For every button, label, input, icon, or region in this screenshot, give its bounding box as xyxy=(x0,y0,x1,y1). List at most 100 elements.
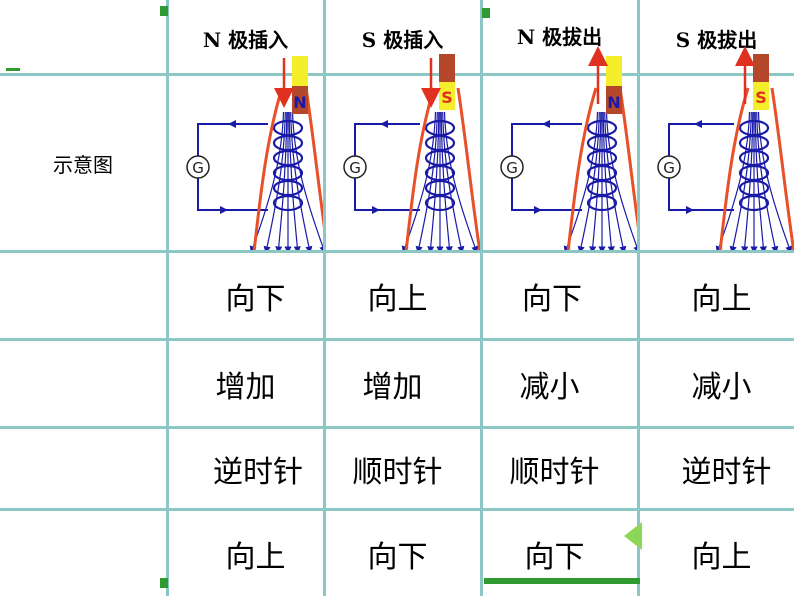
field-line xyxy=(291,111,323,250)
magnet-pole-label: N xyxy=(607,93,620,112)
diagram-s-insert: GS xyxy=(343,54,480,250)
current-arrow-icon xyxy=(372,206,380,214)
magnet-body xyxy=(292,56,308,86)
table-cell: 顺时针 xyxy=(352,454,443,490)
induced-field-line xyxy=(566,87,598,250)
magnet-pole xyxy=(753,82,769,110)
table-cell: 向上 xyxy=(691,539,752,575)
table-cell: 向下 xyxy=(522,281,582,317)
current-arrow-icon xyxy=(380,120,388,128)
field-line xyxy=(604,111,627,250)
grid-line xyxy=(166,0,169,596)
column-header: N 极拔出 xyxy=(516,25,603,49)
galvanometer-icon xyxy=(500,155,524,179)
table-cell: 增加 xyxy=(362,369,423,405)
field-line xyxy=(442,111,465,250)
row-label xyxy=(0,341,166,426)
field-line xyxy=(729,111,752,250)
galvanometer-label: G xyxy=(349,159,361,177)
current-arrow-icon xyxy=(228,120,236,128)
row-label xyxy=(0,253,166,338)
column-header: S 极插入 xyxy=(361,28,444,52)
grid-line xyxy=(0,338,794,341)
field-line xyxy=(288,111,301,250)
field-line xyxy=(715,111,751,250)
field-line xyxy=(605,111,637,250)
table-cell: 向下 xyxy=(225,281,286,317)
current-arrow-icon xyxy=(686,206,694,214)
magnet-pole-label: S xyxy=(441,88,453,107)
magnet-pole xyxy=(606,86,622,114)
table-cell: 顺时针 xyxy=(509,454,600,490)
magnet-body xyxy=(606,56,622,86)
table-cell: 向上 xyxy=(225,539,286,575)
field-line xyxy=(401,111,437,250)
current-arrow-icon xyxy=(542,120,550,128)
grid-line xyxy=(0,73,794,76)
field-line xyxy=(290,111,313,250)
decorative-bar xyxy=(482,8,490,18)
table-cell: 减小 xyxy=(691,369,752,405)
induced-field-line xyxy=(618,87,637,229)
field-line xyxy=(602,111,615,250)
magnet-pole xyxy=(292,86,308,114)
induced-field-line xyxy=(456,87,480,250)
field-line xyxy=(263,111,286,250)
galvanometer-label: G xyxy=(663,159,675,177)
field-line xyxy=(754,111,767,250)
galvanometer-label: G xyxy=(506,159,518,177)
magnet-pole xyxy=(439,82,455,110)
field-line xyxy=(443,111,479,250)
current-arrow-icon xyxy=(534,206,542,214)
grid-line xyxy=(637,0,640,596)
row-label xyxy=(0,511,166,596)
induced-field-line xyxy=(770,87,794,250)
grid-line xyxy=(0,508,794,511)
diagram-n-insert: GN xyxy=(186,56,323,250)
triangle-marker-icon xyxy=(624,522,642,550)
field-line xyxy=(563,111,599,250)
grid-line xyxy=(0,250,794,253)
table-cell: 向上 xyxy=(367,281,428,317)
galvanometer-icon xyxy=(657,155,681,179)
table-cell: 向上 xyxy=(691,281,752,317)
galvanometer-label: G xyxy=(192,159,204,177)
field-line xyxy=(249,111,285,250)
diagram-s-extract: GS xyxy=(657,46,794,250)
diagram-n-extract: GN xyxy=(500,46,637,250)
induced-field-line xyxy=(718,87,750,250)
decorative-bar xyxy=(6,68,20,71)
field-line xyxy=(589,111,602,250)
current-arrow-icon xyxy=(694,120,702,128)
field-line xyxy=(756,111,779,250)
current-arrow-icon xyxy=(220,206,228,214)
table-cell: 增加 xyxy=(215,369,276,405)
table-cell: 减小 xyxy=(519,369,580,405)
magnet-body xyxy=(439,54,455,82)
field-line xyxy=(741,111,754,250)
row-label: 示意图 xyxy=(53,152,113,177)
table-cell: 向下 xyxy=(367,539,428,575)
magnet-pole-label: N xyxy=(293,93,306,112)
induced-field-line xyxy=(304,87,323,229)
decorative-bar xyxy=(160,6,168,16)
table-cell: 逆时针 xyxy=(213,454,303,490)
decorative-bar xyxy=(160,578,168,588)
table-cell: 逆时针 xyxy=(681,454,772,490)
magnet-body xyxy=(753,54,769,82)
field-line xyxy=(757,111,793,250)
field-line xyxy=(415,111,438,250)
field-line xyxy=(427,111,440,250)
grid-line xyxy=(323,0,326,596)
galvanometer-icon xyxy=(343,155,367,179)
grid-line xyxy=(0,426,794,429)
column-header: N 极插入 xyxy=(202,28,289,52)
field-line xyxy=(440,111,453,250)
table-cell: 向下 xyxy=(524,539,585,575)
grid-line xyxy=(480,0,483,596)
field-line xyxy=(577,111,600,250)
galvanometer-icon xyxy=(186,155,210,179)
decorative-bar xyxy=(484,578,640,584)
row-label xyxy=(0,429,166,508)
